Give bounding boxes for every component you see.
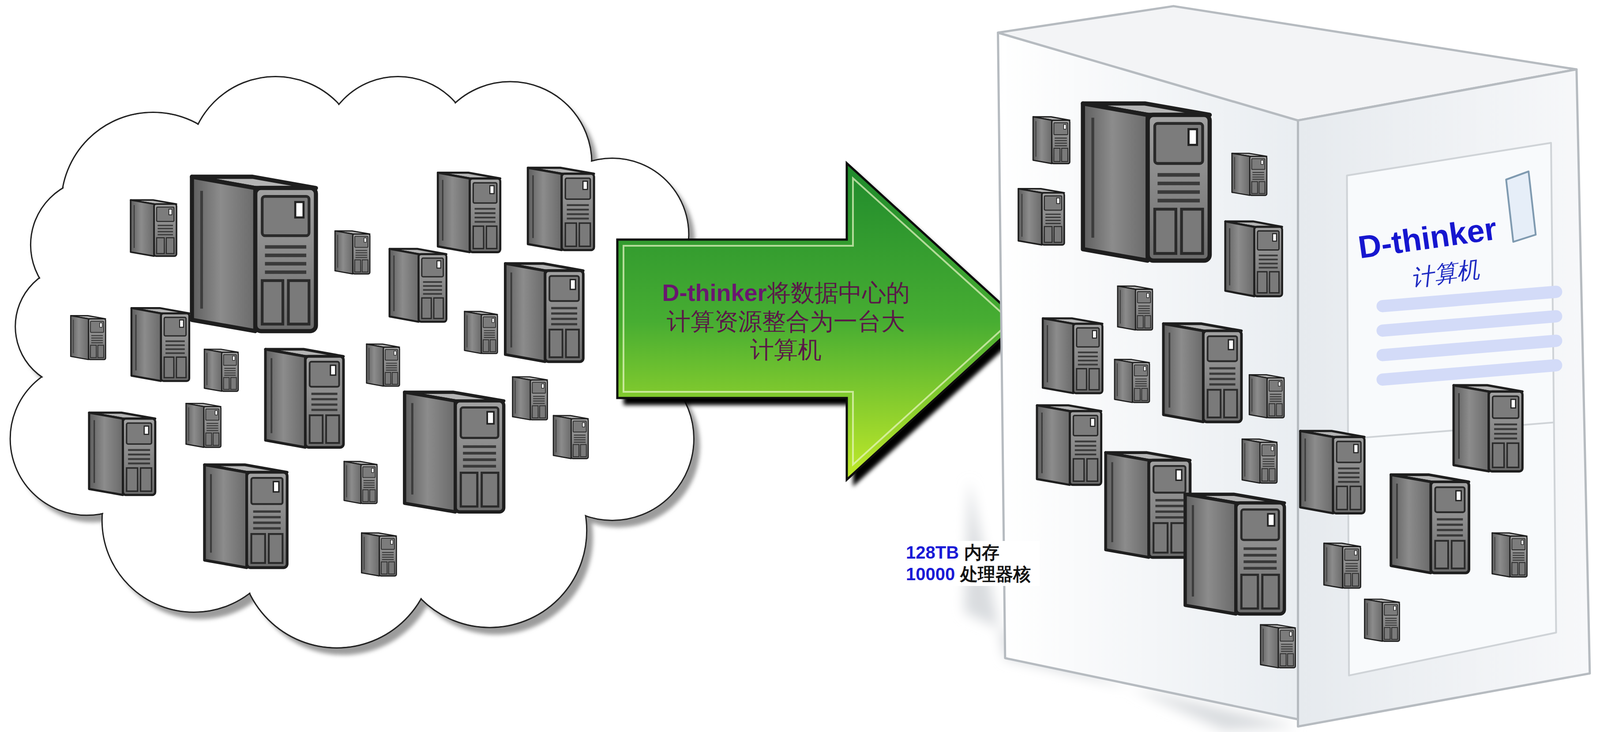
node-outline bbox=[995, 5, 1592, 729]
server-icon bbox=[366, 344, 400, 387]
server-icon bbox=[1364, 599, 1400, 642]
label-line: 10000处理器核 bbox=[905, 563, 1037, 586]
label-line: 128TB内存 bbox=[905, 541, 1037, 564]
case-servers bbox=[1018, 103, 1528, 668]
computer-case: D-thinker计算机 bbox=[995, 5, 1592, 729]
server-icon bbox=[1185, 494, 1285, 614]
text-block: D-thinker将数据中心的计算资源整合为一台大计算机 bbox=[657, 278, 914, 365]
server-icon bbox=[265, 349, 344, 448]
server-icon bbox=[1036, 405, 1102, 485]
panel-stripe bbox=[1382, 340, 1556, 355]
spec-labels: 128TB内存10000处理器核 bbox=[902, 540, 1040, 586]
cloud-outline bbox=[10, 76, 715, 648]
server-icon bbox=[1082, 103, 1210, 261]
case-side bbox=[998, 32, 1299, 720]
server-icon bbox=[1453, 385, 1523, 472]
spec-label: 10000 bbox=[905, 564, 955, 584]
server-icon bbox=[1018, 188, 1065, 245]
server-icon bbox=[512, 376, 548, 421]
case-front bbox=[1298, 69, 1590, 727]
panel-stripe bbox=[1382, 291, 1556, 306]
panel-stripe bbox=[1382, 365, 1556, 380]
server-icon bbox=[89, 412, 156, 496]
server-icon bbox=[204, 464, 287, 568]
server-icon bbox=[1492, 533, 1528, 578]
case-panel bbox=[1347, 142, 1557, 676]
server-icon bbox=[437, 172, 501, 252]
server-icon bbox=[1114, 359, 1150, 403]
server-icon bbox=[1117, 285, 1153, 331]
server-icon bbox=[1249, 374, 1285, 418]
cloud-servers bbox=[70, 167, 594, 576]
server-icon bbox=[404, 392, 504, 512]
server-icon bbox=[70, 315, 106, 360]
server-icon bbox=[553, 415, 589, 459]
spec-label: 128TB bbox=[905, 542, 959, 563]
server-icon bbox=[1105, 452, 1191, 558]
server-icon bbox=[334, 230, 370, 275]
server-icon bbox=[1260, 624, 1296, 669]
server-icon bbox=[204, 349, 239, 391]
server-icon bbox=[130, 199, 177, 256]
cloud-fill bbox=[11, 77, 714, 647]
server-icon bbox=[464, 311, 498, 354]
server-icon bbox=[1042, 318, 1103, 394]
server-icon bbox=[1225, 221, 1283, 297]
panel-stripes bbox=[1382, 291, 1556, 380]
server-icon bbox=[1323, 543, 1361, 589]
arrow-body bbox=[617, 163, 1021, 480]
server-icon bbox=[1300, 431, 1365, 514]
server-icon bbox=[505, 263, 584, 362]
server-icon bbox=[344, 461, 378, 504]
server-icon bbox=[186, 403, 222, 448]
server-icon bbox=[1390, 474, 1469, 574]
server-icon bbox=[1032, 116, 1070, 164]
server-icon bbox=[1231, 153, 1267, 196]
arrow-shape: D-thinker将数据中心的计算资源整合为一台大计算机 bbox=[617, 163, 1021, 480]
server-icon bbox=[131, 307, 190, 381]
server-icon bbox=[527, 167, 594, 251]
spec-label: 处理器核 bbox=[960, 564, 1031, 584]
server-icon bbox=[361, 533, 397, 577]
server-icon bbox=[1242, 439, 1277, 484]
server-icon bbox=[191, 176, 316, 332]
panel-stripe bbox=[1382, 316, 1556, 331]
arrow-bevel bbox=[623, 178, 1011, 465]
cloud-shadow bbox=[16, 83, 721, 655]
power-switch bbox=[1506, 171, 1536, 243]
server-icon bbox=[1163, 323, 1242, 423]
server-icon bbox=[389, 248, 447, 322]
node-text: D-thinker bbox=[661, 279, 767, 306]
spec-label: 内存 bbox=[964, 542, 1000, 563]
